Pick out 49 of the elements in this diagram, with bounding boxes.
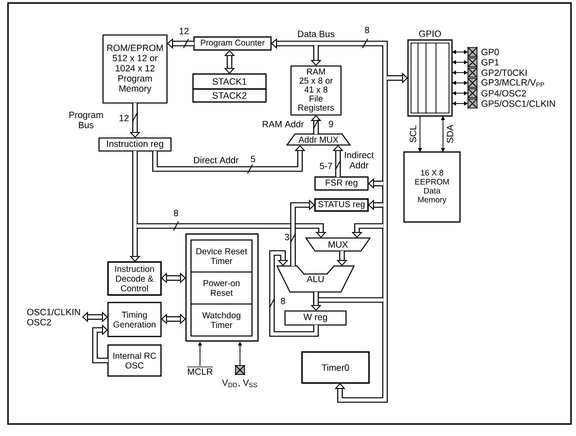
memory-block: 16 X 8 EEPROM Data Memory	[403, 151, 461, 223]
stack-box: STACK1	[192, 73, 267, 90]
memory-block: RAM 25 x 8 or 41 x 8 File Registers	[290, 65, 342, 116]
timer-box: Device Reset Timer	[190, 239, 253, 273]
pin-label: MCLR	[186, 366, 214, 375]
block-title: GPIO	[419, 30, 441, 37]
edge-label: 8	[280, 298, 286, 304]
bus-arrow	[161, 272, 186, 284]
edge-label: SDA	[446, 124, 454, 143]
edge-label: RAM Addr	[262, 120, 304, 128]
bus-label: Data Bus	[298, 30, 334, 38]
timer-box: Watchdog Timer	[190, 303, 253, 337]
control-box: Instruction Decode & Control	[107, 261, 162, 296]
edge-label: Indirect Addr	[344, 152, 374, 168]
pin-label: GP5/OSC1/CLKIN	[482, 100, 555, 107]
timer-box: Timer0	[301, 351, 370, 384]
bus-arrow	[269, 250, 319, 337]
register-box: Program Counter	[193, 36, 272, 51]
group-box	[185, 233, 259, 342]
register-box: STATUS reg	[314, 198, 369, 212]
register-box: FSR reg	[314, 176, 369, 191]
bus-arrow	[290, 200, 315, 266]
oscillator-box: Internal RC OSC	[107, 344, 162, 377]
reset-box: Power-on Reset	[190, 271, 253, 305]
edge-label: Program Bus	[69, 112, 103, 128]
pin-label: GP4/OSC2	[482, 90, 526, 97]
pin-label: GP3/MCLR/V$_{PP}$	[482, 78, 544, 87]
bus-arrow	[161, 314, 186, 324]
memory-block: ROM/EPROM 512 x 12 or 1024 x 12 Program Memory	[102, 34, 168, 104]
pin-label: OSC1/CLKIN OSC2	[27, 308, 80, 326]
bus-width-label: 9	[328, 120, 334, 128]
bus-width-label: 8	[364, 26, 370, 34]
pin-label: GP1	[482, 59, 499, 66]
register-box: W reg	[284, 310, 347, 326]
register-box: Instruction reg	[98, 137, 172, 152]
bus-arrow	[224, 50, 235, 74]
pin-label: GP2/T0CKI	[482, 69, 527, 76]
bus-width-label: 12	[120, 114, 129, 122]
bus-width-label: 5	[250, 156, 256, 162]
bus-arrow	[92, 324, 108, 364]
edge-label: SCL	[410, 125, 416, 142]
stack-box: STACK2	[192, 88, 267, 103]
bus-arrow	[82, 312, 108, 322]
control-box: Timing Generation	[107, 302, 162, 338]
pin-label: GP0	[482, 48, 499, 56]
edge-label: Direct Addr	[194, 156, 238, 164]
edge-label: 3	[284, 234, 290, 240]
bus-width-label: 5-7	[320, 162, 332, 170]
pin-label: V$_{DD}$, V$_{SS}$	[222, 380, 258, 388]
